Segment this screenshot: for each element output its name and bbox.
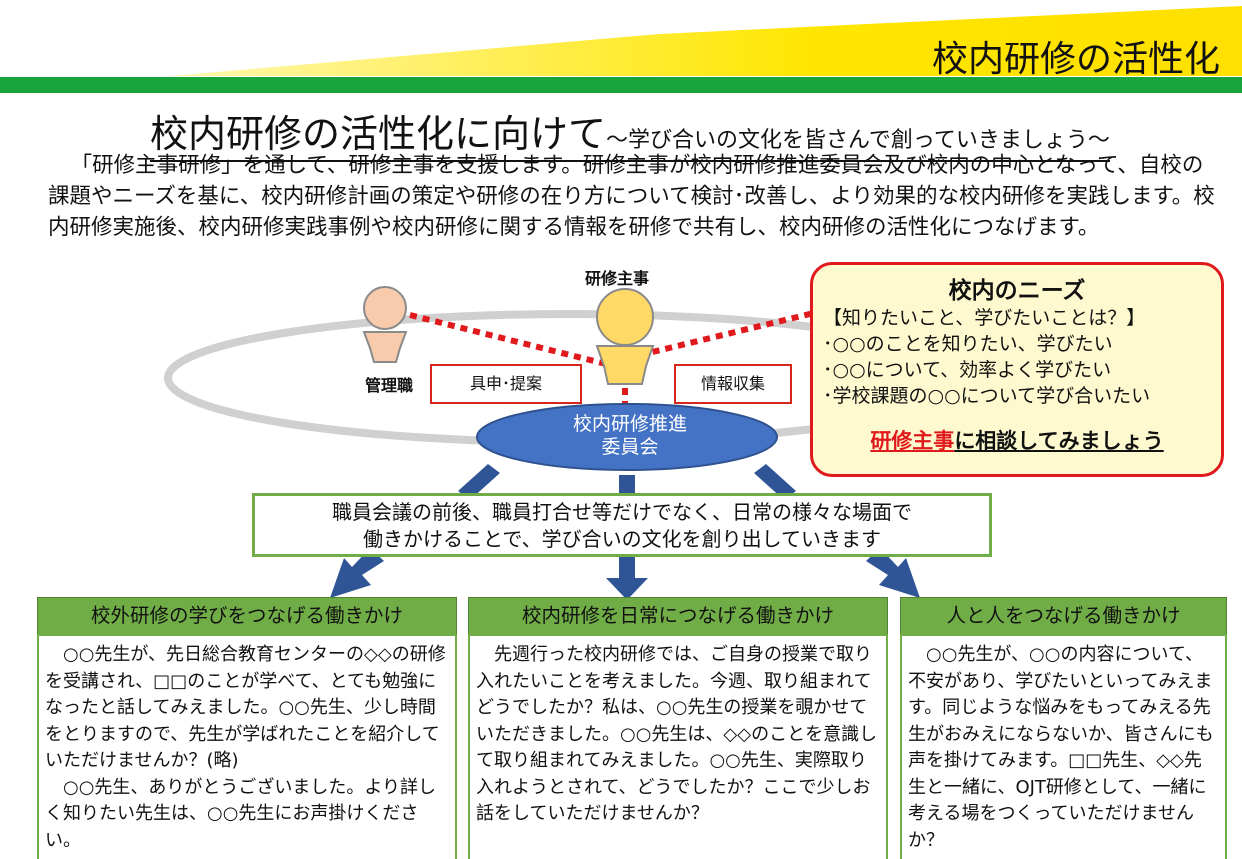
info-gathering-box: 情報収集 — [674, 364, 792, 404]
needs-cta: 研修主事に相談してみましょう — [813, 425, 1221, 455]
committee-label-line2: 委員会 — [601, 436, 659, 458]
admin-figure-icon — [362, 286, 408, 363]
committee-label-line1: 校内研修推進 — [572, 413, 687, 435]
column-body-external: ○○先生が、先日総合教育センターの◇◇の研修を受講され、□□のことが学べて、とて… — [37, 634, 457, 859]
column-body-daily: 先週行った校内研修では、ご自身の授業で取り入れたいことを考えました。今週、取り組… — [468, 634, 888, 859]
needs-callout: 校内のニーズ 【知りたいこと、学びたいことは？】 ･○○のことを知りたい、学びた… — [810, 262, 1224, 477]
down-arrows-icon — [458, 464, 796, 500]
column-paragraph: ○○先生が、○○の内容について、不安があり、学びたいといってみえます。同じような… — [908, 644, 1214, 851]
culture-line1: 職員会議の前後、職員打合せ等だけでなく、日常の様々な場面で — [332, 500, 912, 524]
leader-label: 研修主事 — [585, 269, 650, 288]
committee-label: 校内研修推進 委員会 — [530, 413, 730, 459]
culture-line2: 働きかけることで、学び合いの文化を創り出していきます — [363, 527, 881, 551]
needs-list: 【知りたいこと、学びたいことは？】 ･○○のことを知りたい、学びたい ･○○につ… — [823, 305, 1150, 409]
column-header-external: 校外研修の学びをつなげる働きかけ — [37, 597, 457, 635]
needs-item: ･○○のことを知りたい、学びたい — [823, 333, 1113, 355]
main-heading-text: 校内研修の活性化に向けて — [150, 112, 607, 156]
intro-text: 「研修主事研修」を通して、研修主事を支援します。研修主事が校内研修推進委員会及び… — [48, 150, 1223, 243]
needs-item: ･学校課題の○○について学び合いたい — [823, 385, 1151, 407]
intro-paragraph: 「研修主事研修」を通して、研修主事を支援します。研修主事が校内研修推進委員会及び… — [48, 153, 1215, 240]
needs-item: ･○○について、効率よく学びたい — [823, 359, 1112, 381]
column-body-people: ○○先生が、○○の内容について、不安があり、学びたいといってみえます。同じような… — [900, 634, 1227, 859]
needs-item: 【知りたいこと、学びたいことは？】 — [823, 307, 1146, 329]
main-heading: 校内研修の活性化に向けて～学び合いの文化を皆さんで創っていきましょう～ — [150, 103, 1110, 162]
column-header-daily: 校内研修を日常につなげる働きかけ — [468, 597, 888, 635]
needs-cta-highlight: 研修主事 — [870, 429, 955, 453]
committee-ellipse — [476, 403, 778, 471]
header-band — [0, 6, 1242, 93]
slide-title: 校内研修の活性化 — [931, 39, 1220, 80]
admin-label: 管理職 — [365, 376, 414, 395]
needs-cta-text: に相談してみましょう — [954, 429, 1164, 453]
main-heading-subtitle: ～学び合いの文化を皆さんで創っていきましょう～ — [606, 128, 1110, 153]
column-arrows-icon — [330, 548, 920, 600]
leader-figure-icon — [595, 288, 655, 385]
column-header-people: 人と人をつなげる働きかけ — [900, 597, 1227, 635]
needs-title: 校内のニーズ — [948, 278, 1086, 304]
column-paragraph: ○○先生が、先日総合教育センターの◇◇の研修を受講され、□□のことが学べて、とて… — [45, 644, 446, 771]
proposal-box: 具申･提案 — [430, 364, 582, 404]
culture-box: 職員会議の前後、職員打合せ等だけでなく、日常の様々な場面で 働きかけることで、学… — [252, 493, 992, 557]
column-paragraph: ○○先生、ありがとうございました。より詳しく知りたい先生は、○○先生にお声掛けく… — [45, 776, 437, 851]
column-paragraph: 先週行った校内研修では、ご自身の授業で取り入れたいことを考えました。今週、取り組… — [476, 644, 878, 824]
